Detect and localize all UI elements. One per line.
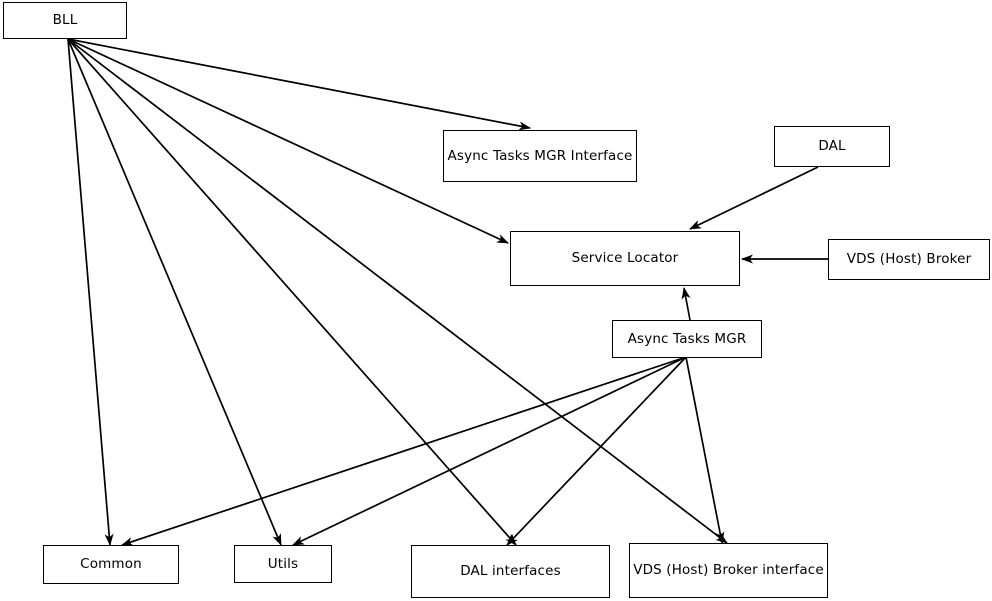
node-async_iface[interactable]: Async Tasks MGR Interface (443, 130, 637, 182)
node-service_locator[interactable]: Service Locator (510, 231, 740, 286)
node-dal[interactable]: DAL (774, 126, 890, 167)
edge-async_mgr-to-dal_iface (506, 356, 687, 546)
edge-bll-to-async_iface (67, 38, 531, 131)
node-vds_iface[interactable]: VDS (Host) Broker interface (629, 543, 828, 598)
node-dal_iface[interactable]: DAL interfaces (411, 545, 610, 598)
edges-group (67, 38, 828, 546)
node-bll[interactable]: BLL (3, 2, 127, 39)
edge-async_mgr-to-common (121, 356, 687, 546)
node-async_mgr[interactable]: Async Tasks MGR (612, 320, 762, 358)
edge-async_mgr-to-service_locator (681, 287, 691, 321)
node-label-common: Common (80, 556, 142, 573)
node-label-utils: Utils (267, 555, 299, 572)
node-label-dal: DAL (818, 138, 846, 155)
node-utils[interactable]: Utils (234, 545, 332, 583)
node-label-vds_broker: VDS (Host) Broker (846, 251, 972, 268)
edge-bll-to-vds_iface (67, 38, 728, 544)
node-label-service_locator: Service Locator (571, 250, 679, 267)
node-label-dal_iface: DAL interfaces (460, 563, 561, 580)
edge-bll-to-utils (67, 38, 282, 546)
node-label-async_iface: Async Tasks MGR Interface (447, 147, 633, 164)
edge-async_mgr-to-utils (292, 356, 687, 546)
node-label-async_mgr: Async Tasks MGR (627, 330, 747, 347)
edge-async_mgr-to-vds_iface (685, 356, 725, 544)
edge-bll-to-dal_iface (67, 38, 517, 546)
edge-bll-to-service_locator (67, 38, 509, 244)
node-common[interactable]: Common (43, 545, 179, 584)
node-label-bll: BLL (52, 12, 78, 29)
node-label-vds_iface: VDS (Host) Broker interface (633, 562, 824, 579)
edge-bll-to-common (67, 38, 114, 546)
edge-dal-to-service_locator (689, 166, 819, 230)
node-vds_broker[interactable]: VDS (Host) Broker (828, 239, 990, 280)
